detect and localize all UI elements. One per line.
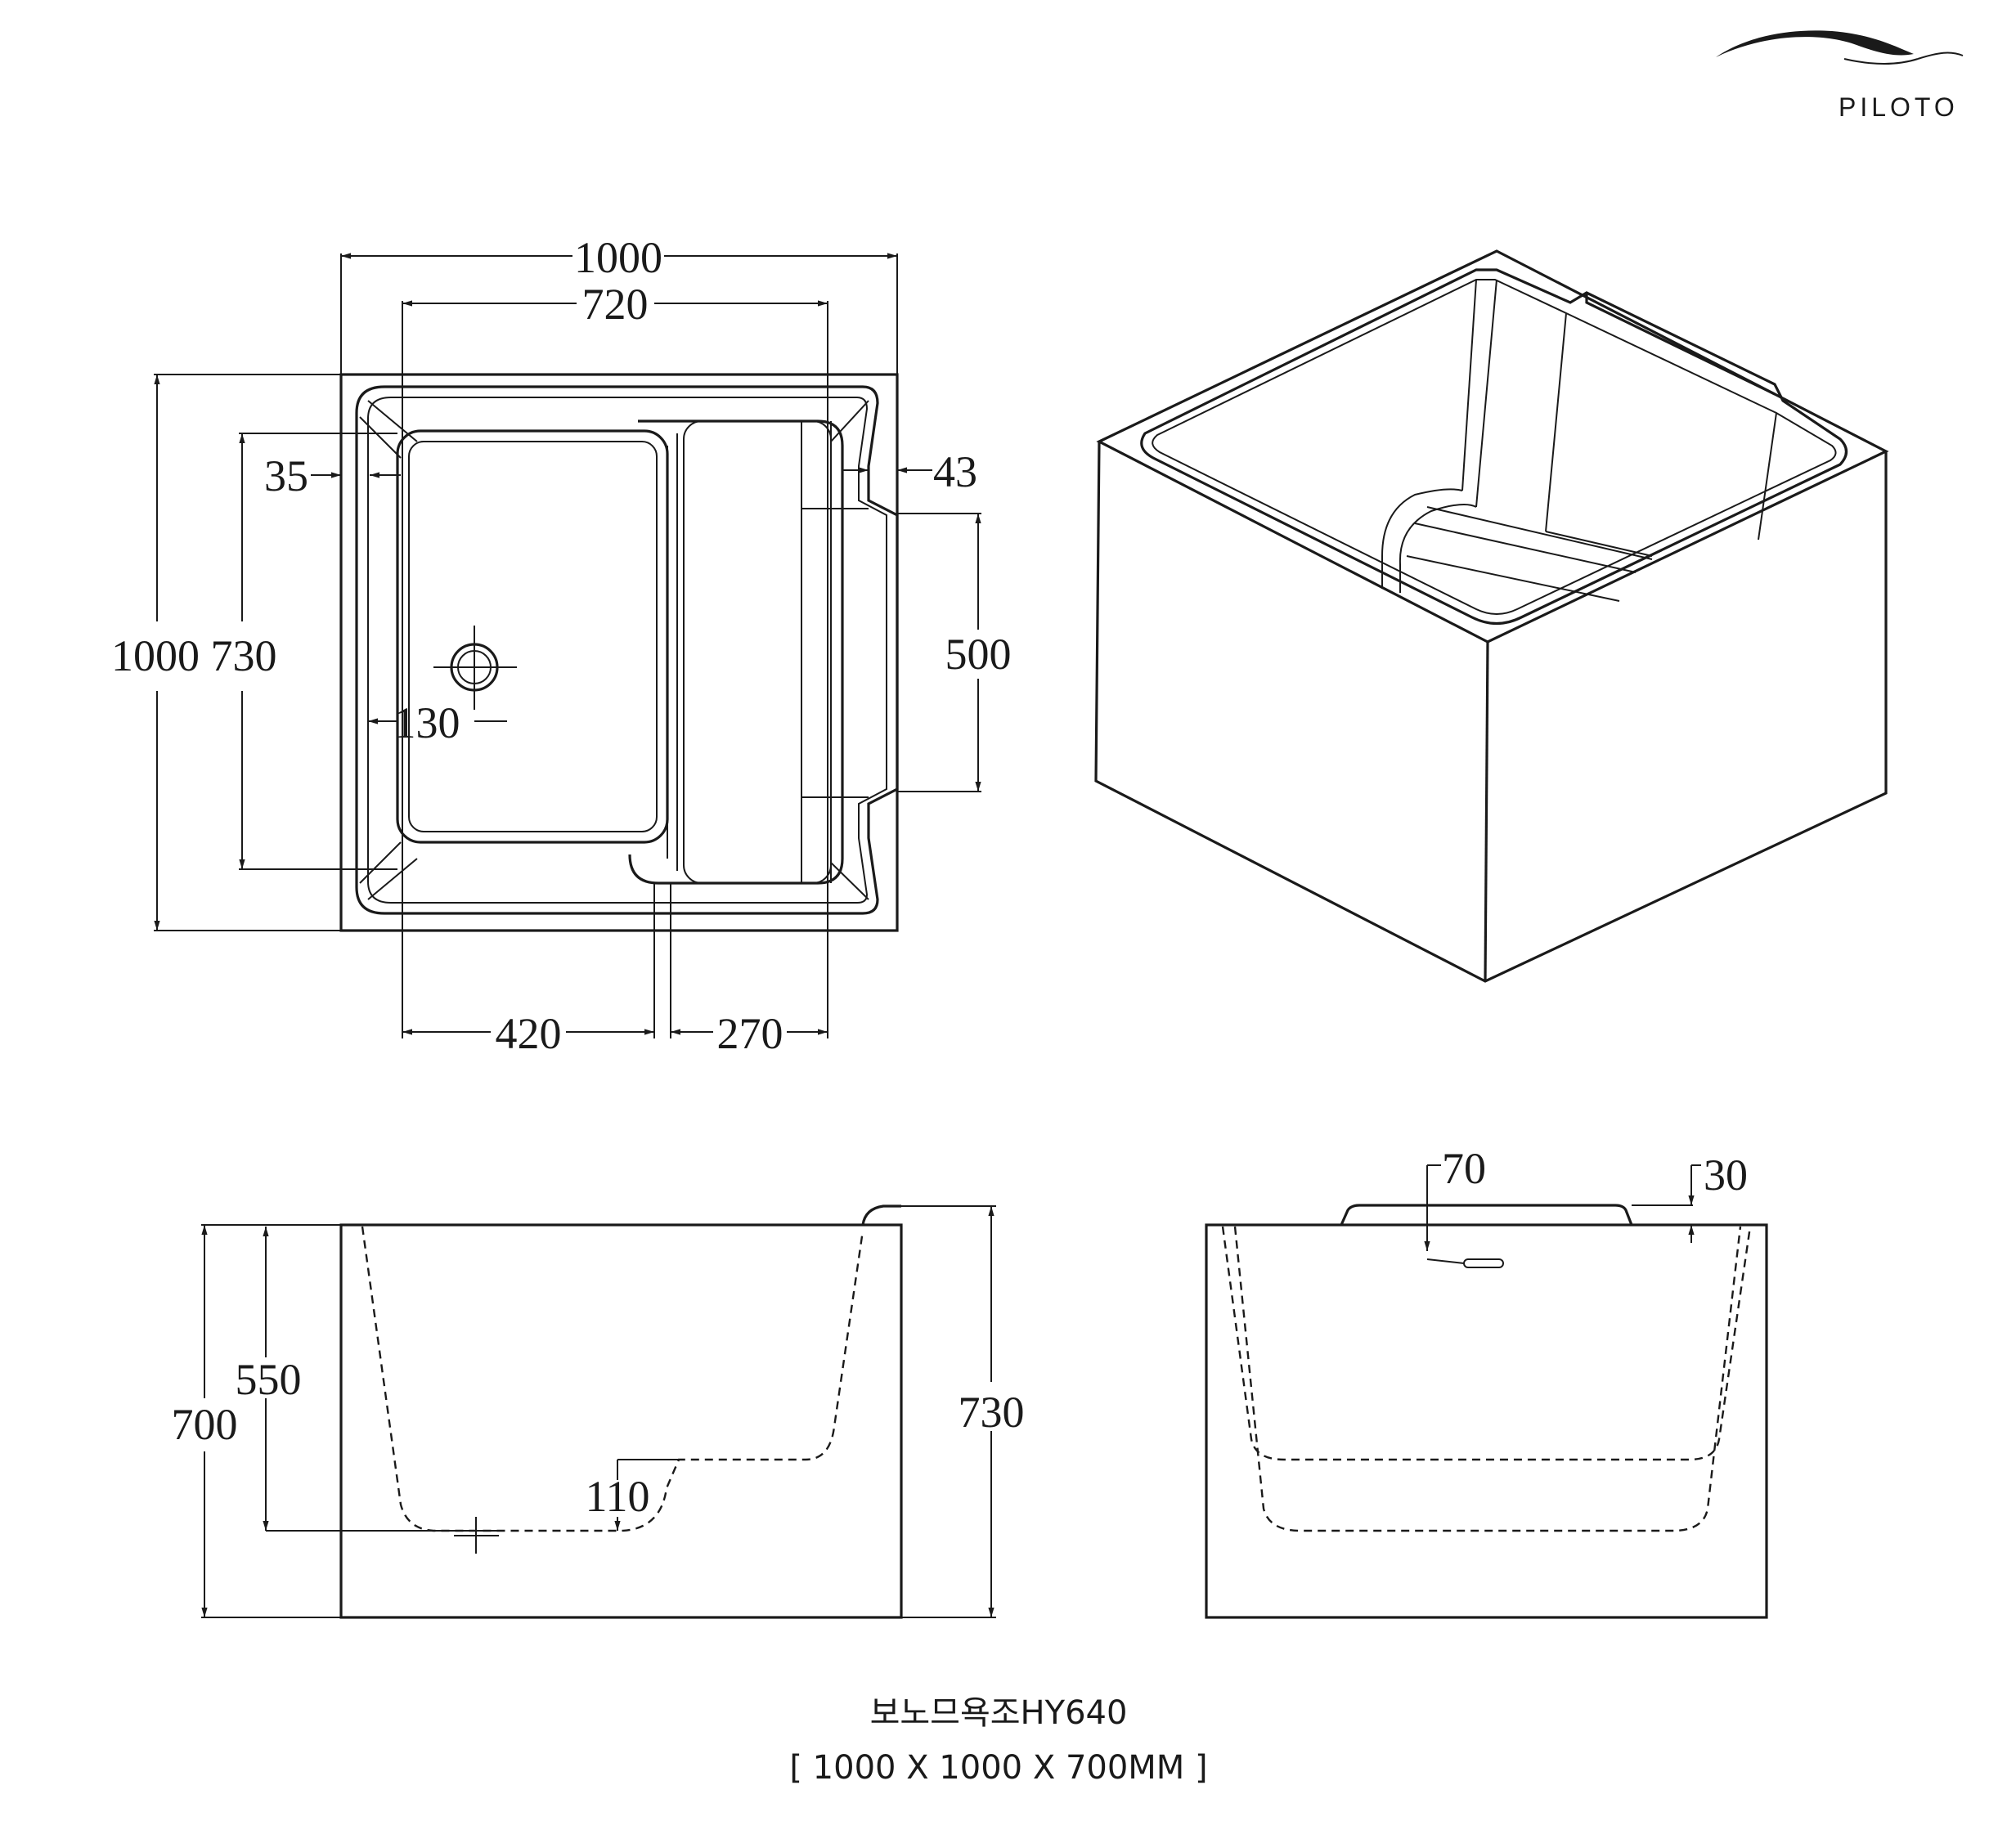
dim-height: 700 bbox=[172, 1400, 238, 1449]
product-title: 보노므욕조HY640 bbox=[870, 1694, 1128, 1732]
dim-step-length: 500 bbox=[945, 630, 1012, 679]
product-size: [ 1000 X 1000 X 700MM ] bbox=[789, 1749, 1207, 1787]
front-dimensions: 70 30 bbox=[1424, 1144, 1748, 1264]
tub-rim bbox=[355, 385, 899, 915]
piloto-logo: PILOTO bbox=[1716, 30, 1964, 122]
isometric-view bbox=[1094, 249, 1889, 983]
dim-step-offset: 43 bbox=[933, 447, 977, 496]
seat-surface bbox=[683, 420, 832, 884]
seat-shelf bbox=[628, 419, 844, 885]
dim-water-depth: 550 bbox=[236, 1355, 302, 1404]
side-elevation bbox=[339, 1204, 903, 1619]
bath-floor bbox=[396, 429, 669, 844]
dim-seat-zone: 270 bbox=[717, 1009, 783, 1058]
iso-rim bbox=[1140, 268, 1848, 626]
front-outline bbox=[1205, 1223, 1768, 1619]
dim-depth: 1000 bbox=[111, 631, 200, 680]
dim-headrest-width: 70 bbox=[1442, 1144, 1486, 1193]
dim-inner-width: 720 bbox=[582, 280, 649, 329]
dim-overall-height: 730 bbox=[959, 1388, 1025, 1437]
dim-headrest-height: 30 bbox=[1704, 1151, 1748, 1200]
dim-seat-height: 110 bbox=[586, 1472, 650, 1521]
logo-wave-icon bbox=[1716, 30, 1914, 57]
dim-rim: 35 bbox=[264, 451, 308, 500]
side-dimensions: 700 550 110 730 bbox=[172, 1205, 1025, 1618]
dim-bath-zone: 420 bbox=[496, 1009, 562, 1058]
brand-name: PILOTO bbox=[1839, 92, 1959, 122]
side-outline bbox=[339, 1223, 903, 1619]
iso-top-face bbox=[1096, 249, 1889, 644]
plan-view bbox=[339, 373, 899, 932]
dim-inner-depth: 730 bbox=[211, 631, 277, 680]
dim-drain-offset: 130 bbox=[394, 698, 460, 747]
caption: 보노므욕조HY640 [ 1000 X 1000 X 700MM ] bbox=[789, 1694, 1207, 1787]
dim-width: 1000 bbox=[574, 233, 662, 282]
front-headrest bbox=[1340, 1204, 1633, 1226]
plan-dimensions: 1000 720 1000 730 35 43 500 130 bbox=[111, 233, 1012, 1058]
plan-outline bbox=[339, 373, 899, 932]
overflow-icon bbox=[1463, 1258, 1504, 1268]
front-elevation bbox=[1205, 1204, 1768, 1619]
front-inner-profile bbox=[1221, 1226, 1752, 1461]
